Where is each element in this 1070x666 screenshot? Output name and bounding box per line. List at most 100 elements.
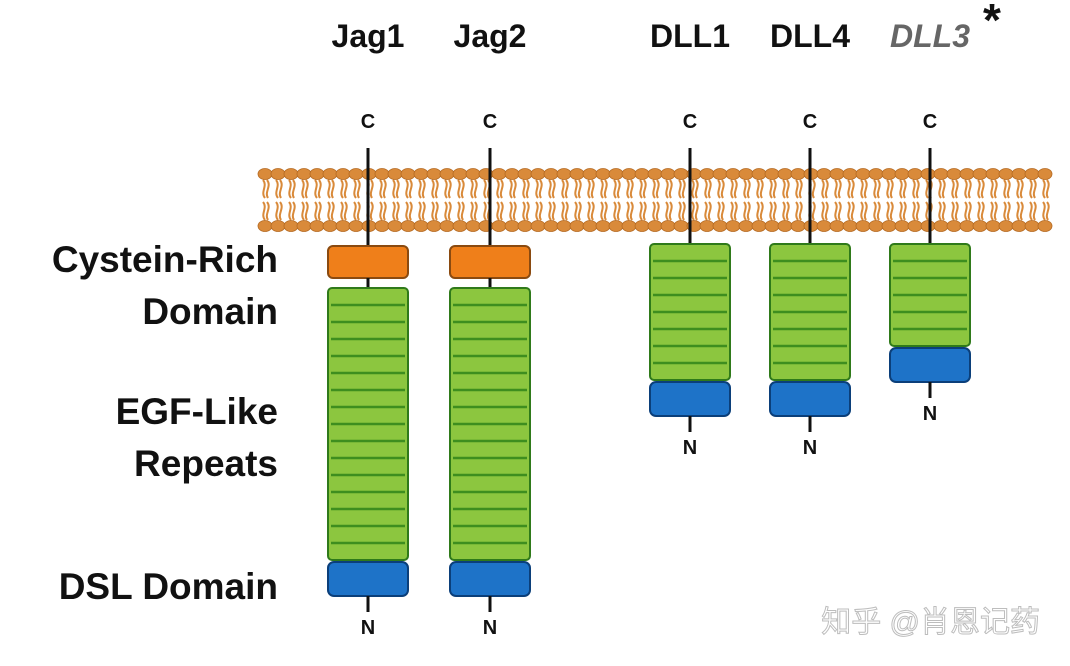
legend-cys-rich-line1: Cystein-Rich — [52, 239, 278, 280]
lipid-tail — [457, 179, 461, 199]
lipid-tail — [496, 201, 500, 221]
lipid-tail — [418, 179, 422, 199]
lipid-head — [257, 168, 273, 180]
lipid-tail — [993, 179, 998, 199]
lipid-head — [257, 220, 273, 232]
lipid-tail — [603, 201, 608, 221]
lipid-tail — [561, 201, 565, 221]
lipid-head — [751, 168, 767, 180]
lipid-tail — [600, 201, 604, 221]
lipid-head — [1024, 168, 1040, 180]
lipid-tail — [525, 179, 530, 199]
lipid-tail — [551, 179, 556, 199]
lipid-head — [556, 168, 572, 180]
lipid-tail — [447, 179, 452, 199]
lipid-head — [816, 220, 832, 232]
lipid-tail — [665, 179, 669, 199]
lipid-tail — [886, 179, 890, 199]
lipid-tail — [691, 201, 695, 221]
lipid-tail — [964, 179, 968, 199]
lipid-head — [569, 168, 585, 180]
lipid-tail — [616, 201, 621, 221]
lipid-tail — [811, 201, 816, 221]
legend-egf-line1: EGF-Like — [116, 391, 278, 432]
lipid-tail — [265, 179, 270, 199]
lipid-tail — [915, 179, 920, 199]
lipid-head — [790, 220, 806, 232]
protein-label-dll3: DLL3 — [890, 18, 970, 54]
lipid-tail — [704, 201, 708, 221]
lipid-tail — [886, 201, 890, 221]
protein-label-dll4: DLL4 — [770, 18, 850, 54]
lipid-head — [465, 168, 481, 180]
lipid-tail — [405, 201, 409, 221]
lipid-head — [608, 168, 624, 180]
lipid-tail — [353, 201, 357, 221]
lipid-tail — [1029, 201, 1033, 221]
lipid-tail — [314, 201, 318, 221]
lipid-head — [335, 168, 351, 180]
lipid-tail — [457, 201, 461, 221]
lipid-head — [634, 220, 650, 232]
lipid-tail — [873, 179, 877, 199]
lipid-head — [595, 168, 611, 180]
lipid-tail — [470, 179, 474, 199]
lipid-head — [1011, 220, 1027, 232]
lipid-head — [959, 220, 975, 232]
lipid-tail — [418, 201, 422, 221]
dsl-domain-dll4 — [769, 381, 851, 417]
lipid-tail — [1006, 201, 1011, 221]
lipid-tail — [405, 179, 409, 199]
lipid-tail — [847, 179, 851, 199]
lipid-head — [582, 220, 598, 232]
lipid-head — [933, 220, 949, 232]
lipid-head — [972, 220, 988, 232]
lipid-tail — [668, 201, 673, 221]
lipid-tail — [343, 179, 348, 199]
lipid-head — [296, 168, 312, 180]
lipid-tail — [613, 201, 617, 221]
n-terminus-label-jag2: N — [483, 617, 497, 639]
lipid-tail — [447, 201, 452, 221]
lipid-tail — [629, 201, 634, 221]
lipid-head — [426, 220, 442, 232]
lipid-head — [309, 168, 325, 180]
lipid-tail — [811, 179, 816, 199]
egf-repeats-dll1 — [649, 243, 731, 381]
n-terminus-label-dll1: N — [683, 437, 697, 459]
lipid-tail — [408, 179, 413, 199]
n-terminus-label-jag1: N — [361, 617, 375, 639]
lipid-tail — [834, 201, 838, 221]
lipid-tail — [915, 201, 920, 221]
lipid-tail — [327, 179, 331, 199]
lipid-tail — [652, 179, 656, 199]
lipid-tail — [499, 201, 504, 221]
lipid-tail — [681, 179, 686, 199]
lipid-tail — [421, 201, 426, 221]
lipid-tail — [704, 179, 708, 199]
lipid-tail — [876, 201, 881, 221]
lipid-tail — [720, 201, 725, 221]
lipid-tail — [564, 179, 569, 199]
lipid-head — [309, 220, 325, 232]
lipid-head — [907, 168, 923, 180]
lipid-head — [543, 168, 559, 180]
lipid-head — [439, 168, 455, 180]
lipid-tail — [941, 201, 946, 221]
lipid-tail — [288, 201, 292, 221]
lipid-head — [413, 168, 429, 180]
lipid-tail — [824, 179, 829, 199]
lipid-tail — [473, 179, 478, 199]
lipid-tail — [1042, 179, 1046, 199]
n-terminus-label-dll4: N — [803, 437, 817, 459]
lipid-tail — [691, 179, 695, 199]
lipid-tail — [434, 179, 439, 199]
lipid-tail — [798, 179, 803, 199]
egf-repeats-jag1 — [327, 287, 409, 561]
c-terminus-label-dll4: C — [803, 111, 817, 133]
lipid-tail — [639, 179, 643, 199]
lipid-tail — [769, 179, 773, 199]
lipid-tail — [951, 179, 955, 199]
lipid-tail — [977, 179, 981, 199]
lipid-tail — [681, 201, 686, 221]
